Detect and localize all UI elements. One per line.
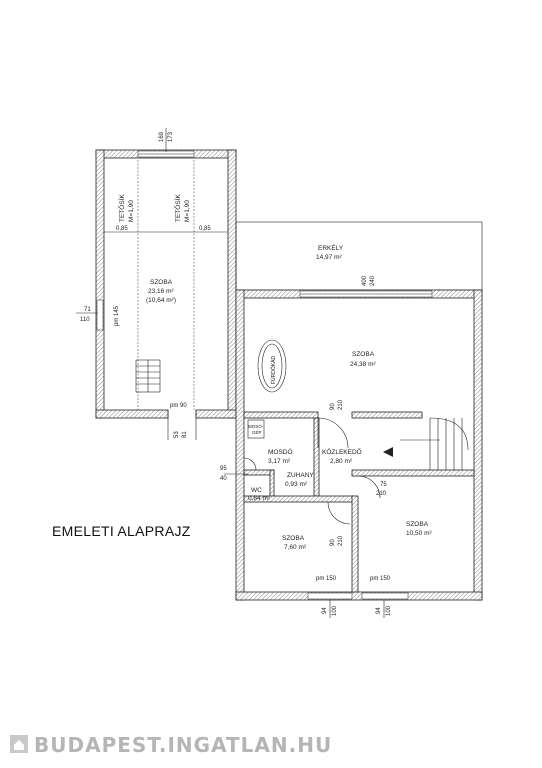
dim-40: 40 <box>220 476 227 482</box>
dim-210-c: 210 <box>338 535 344 546</box>
watermark: BUDAPEST.INGATLAN.HU <box>34 733 332 757</box>
dim-90-b: 90 <box>330 539 336 546</box>
room-wc-name: WC <box>251 487 262 494</box>
dim-100-b: 100 <box>386 605 392 616</box>
dim-75: 75 <box>380 482 387 488</box>
dim-pm150-a: pm 150 <box>316 576 337 582</box>
dim-210-b: 210 <box>376 491 387 497</box>
label-mh-left: M=1,90 <box>128 200 135 222</box>
room-szoba-top-name: SZOBA <box>150 279 173 286</box>
room-szoba-small-name: SZOBA <box>282 535 305 542</box>
room-erkely-area: 14,97 m² <box>316 254 342 261</box>
label-furdokad: FÜRDŐKÁD <box>270 356 277 384</box>
dim-085-right: 0,85 <box>199 226 211 232</box>
main-stair <box>383 417 469 470</box>
label-tetosik-right: TETŐSÍK <box>173 194 182 222</box>
room-mosdo-area: 3,17 m² <box>268 458 291 465</box>
dim-94-b: 94 <box>376 607 382 614</box>
attic-walls <box>95 149 237 419</box>
dim-240: 240 <box>370 275 376 286</box>
dim-53: 53 <box>174 431 180 438</box>
dim-71: 71 <box>84 307 91 313</box>
room-erkely-name: ERKÉLY <box>318 243 344 252</box>
dim-90-a: 90 <box>330 403 336 410</box>
room-zuhany-area: 0,93 m² <box>285 481 308 488</box>
dim-210-a: 210 <box>338 399 344 410</box>
room-szoba-main-area: 24,38 m² <box>350 361 376 368</box>
label-tetosik-left: TETŐSÍK <box>117 194 126 222</box>
balcony-outline <box>235 221 483 291</box>
attic-stair <box>135 359 161 393</box>
room-zuhany-name: ZUHANY <box>287 472 314 479</box>
room-szoba-small-area: 7,60 m² <box>284 544 307 551</box>
bathtub <box>257 339 287 393</box>
doors <box>243 417 381 525</box>
room-szoba-top-area: 23,16 m² <box>148 288 174 295</box>
dim-169: 169 <box>159 131 165 142</box>
dim-400: 400 <box>362 275 368 286</box>
room-mosdo-name: MOSDÓ <box>268 447 293 456</box>
room-szoba-main-name: SZOBA <box>352 351 375 358</box>
main-walls <box>235 289 483 601</box>
room-kozlekedo-name: KÖZLEKEDŐ <box>322 447 362 456</box>
dim-173: 173 <box>168 131 174 142</box>
dim-81: 81 <box>182 431 188 438</box>
room-wc-area: 0,84 m² <box>248 495 271 502</box>
dim-pm145: pm 145 <box>114 305 120 326</box>
dim-95: 95 <box>220 466 227 472</box>
dim-94-a: 94 <box>322 607 328 614</box>
room-kozlekedo-area: 2,80 m² <box>330 458 353 465</box>
dim-pm90: pm 90 <box>170 403 187 409</box>
room-szoba-right-area: 10,50 m² <box>406 530 432 537</box>
label-mosogep-1: MOSÓ- <box>248 423 264 429</box>
room-szoba-right-name: SZOBA <box>406 521 429 528</box>
dim-085-left: 0,85 <box>116 226 128 232</box>
dim-110: 110 <box>80 317 90 323</box>
dim-100-a: 100 <box>332 605 338 616</box>
dim-pm150-b: pm 150 <box>370 576 391 582</box>
label-mosogep-2: GÉP <box>252 429 262 435</box>
plan-title: EMELETI ALAPRAJZ <box>52 523 191 539</box>
label-mh-right: M=1,90 <box>184 200 191 222</box>
room-szoba-top-area2: (10,64 m²) <box>146 297 176 304</box>
